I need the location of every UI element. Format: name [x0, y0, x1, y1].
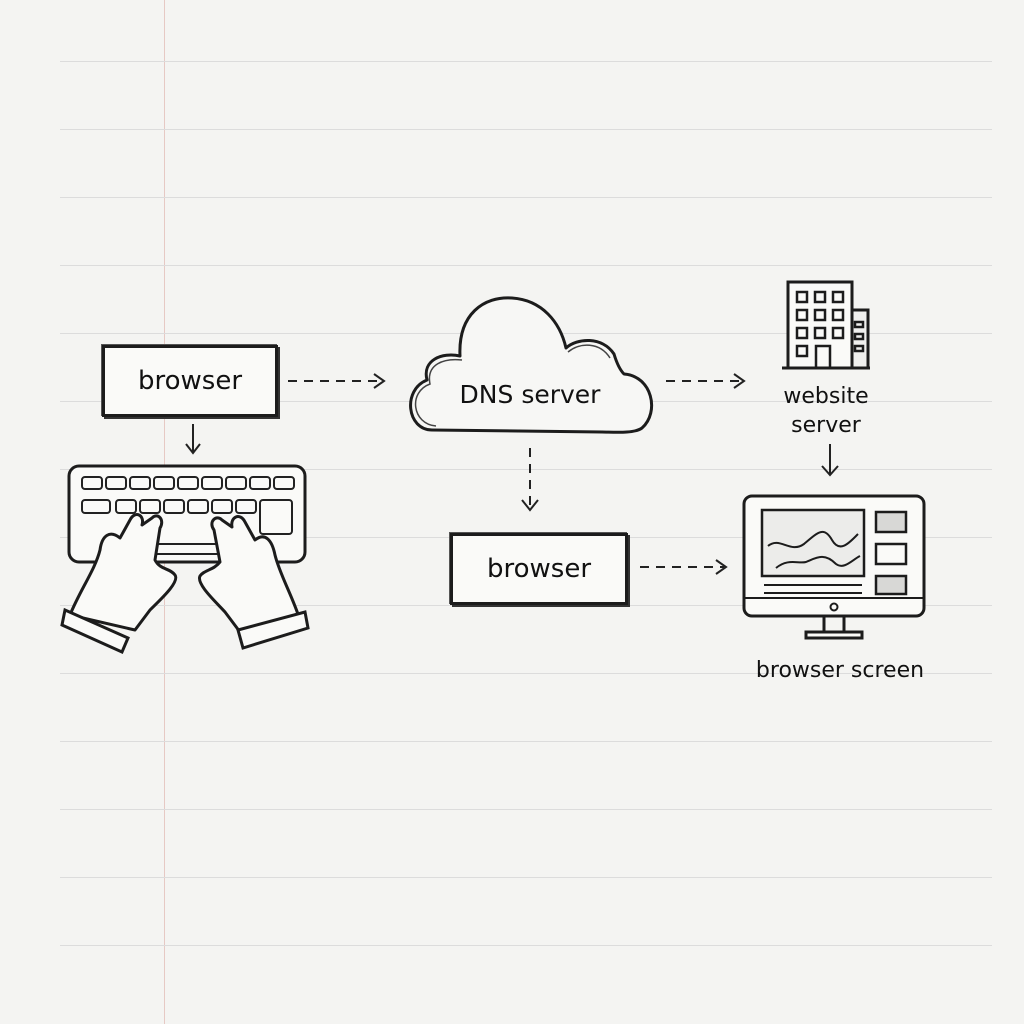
arrow-browser-to-keyboard: [185, 424, 201, 455]
rule-line: [60, 741, 992, 742]
dns-server-label: DNS server: [459, 380, 601, 409]
website-server-label: website server: [766, 382, 886, 440]
rule-line: [60, 945, 992, 946]
cloud-icon: [409, 296, 654, 434]
rule-line: [60, 809, 992, 810]
website-server-label-line1: website: [783, 384, 869, 409]
rule-line: [60, 129, 992, 130]
browser-screen-label: browser screen: [755, 658, 925, 683]
arrow-dns-to-browser: [521, 448, 539, 512]
rule-line: [60, 197, 992, 198]
website-server-label-line2: server: [791, 413, 861, 438]
rule-line: [60, 265, 992, 266]
arrow-browser-to-dns: [288, 373, 386, 389]
arrow-dns-to-website-server: [666, 373, 746, 389]
rule-line: [60, 469, 992, 470]
arrow-website-server-to-screen: [821, 444, 839, 477]
browser-mid-node: browser: [450, 533, 628, 605]
rule-line: [60, 605, 992, 606]
arrow-browser-to-screen: [640, 559, 728, 575]
browser-mid-label: browser: [486, 554, 592, 584]
keyboard-hands-icon: [60, 464, 310, 654]
browser-start-label: browser: [137, 366, 243, 396]
rule-line: [60, 673, 992, 674]
rule-line: [60, 61, 992, 62]
building-icon: [782, 280, 870, 370]
rule-line: [60, 877, 992, 878]
browser-start-node: browser: [102, 345, 278, 417]
monitor-icon: [742, 494, 926, 640]
